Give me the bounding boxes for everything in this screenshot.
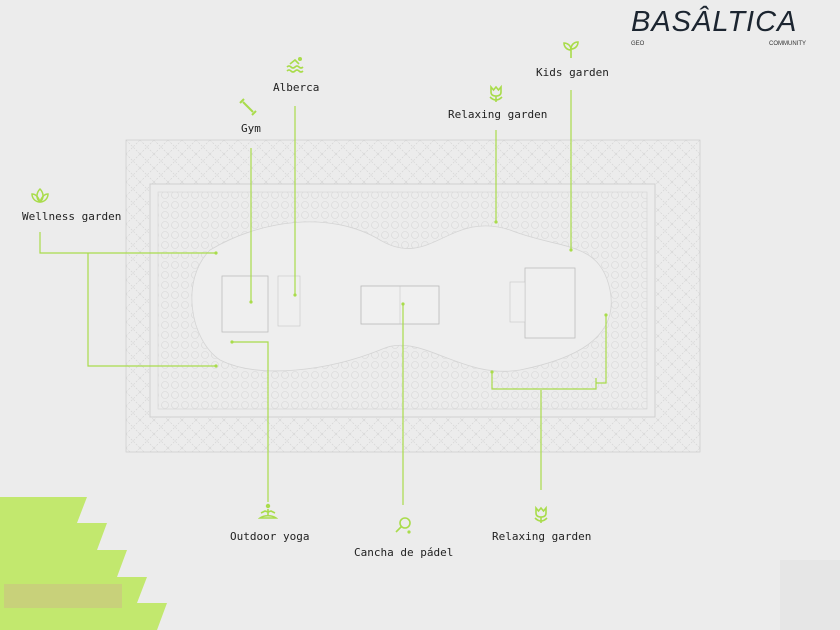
callout-dots (214, 220, 608, 374)
label-relaxing-garden-top: Relaxing garden (448, 108, 548, 121)
callout-lines (39, 90, 607, 505)
brand-geo: GEO (631, 41, 645, 47)
brand-name: BASÂLTICA (631, 6, 798, 38)
placeholder-bar (4, 584, 122, 608)
sprout-icon (563, 41, 579, 58)
label-relaxing-garden-bottom: Relaxing garden (492, 530, 592, 543)
label-gym: Gym (241, 122, 261, 135)
label-kids-garden: Kids garden (536, 66, 609, 79)
tulip-icon (489, 84, 503, 102)
dumbbell-icon (239, 98, 257, 116)
swimming-icon (286, 57, 304, 73)
label-alberca: Alberca (273, 81, 320, 94)
label-wellness-garden: Wellness garden (22, 210, 122, 223)
plan-drawing (125, 139, 701, 453)
lotus-icon (31, 187, 49, 203)
brand-community: COMMUNITY (769, 41, 806, 47)
gym-building (221, 275, 269, 333)
label-cancha-padel: Cancha de pádel (354, 546, 454, 559)
tulip-icon-bottom (534, 505, 548, 523)
clubhouse (524, 267, 576, 339)
corner-panel (780, 560, 840, 630)
decorative-green-steps (0, 497, 167, 630)
brand-logo: BASÂLTICA GEO COMMUNITY (631, 6, 806, 47)
padel-racket-icon (395, 517, 411, 534)
meditation-icon (258, 503, 278, 519)
label-outdoor-yoga: Outdoor yoga (230, 530, 310, 543)
